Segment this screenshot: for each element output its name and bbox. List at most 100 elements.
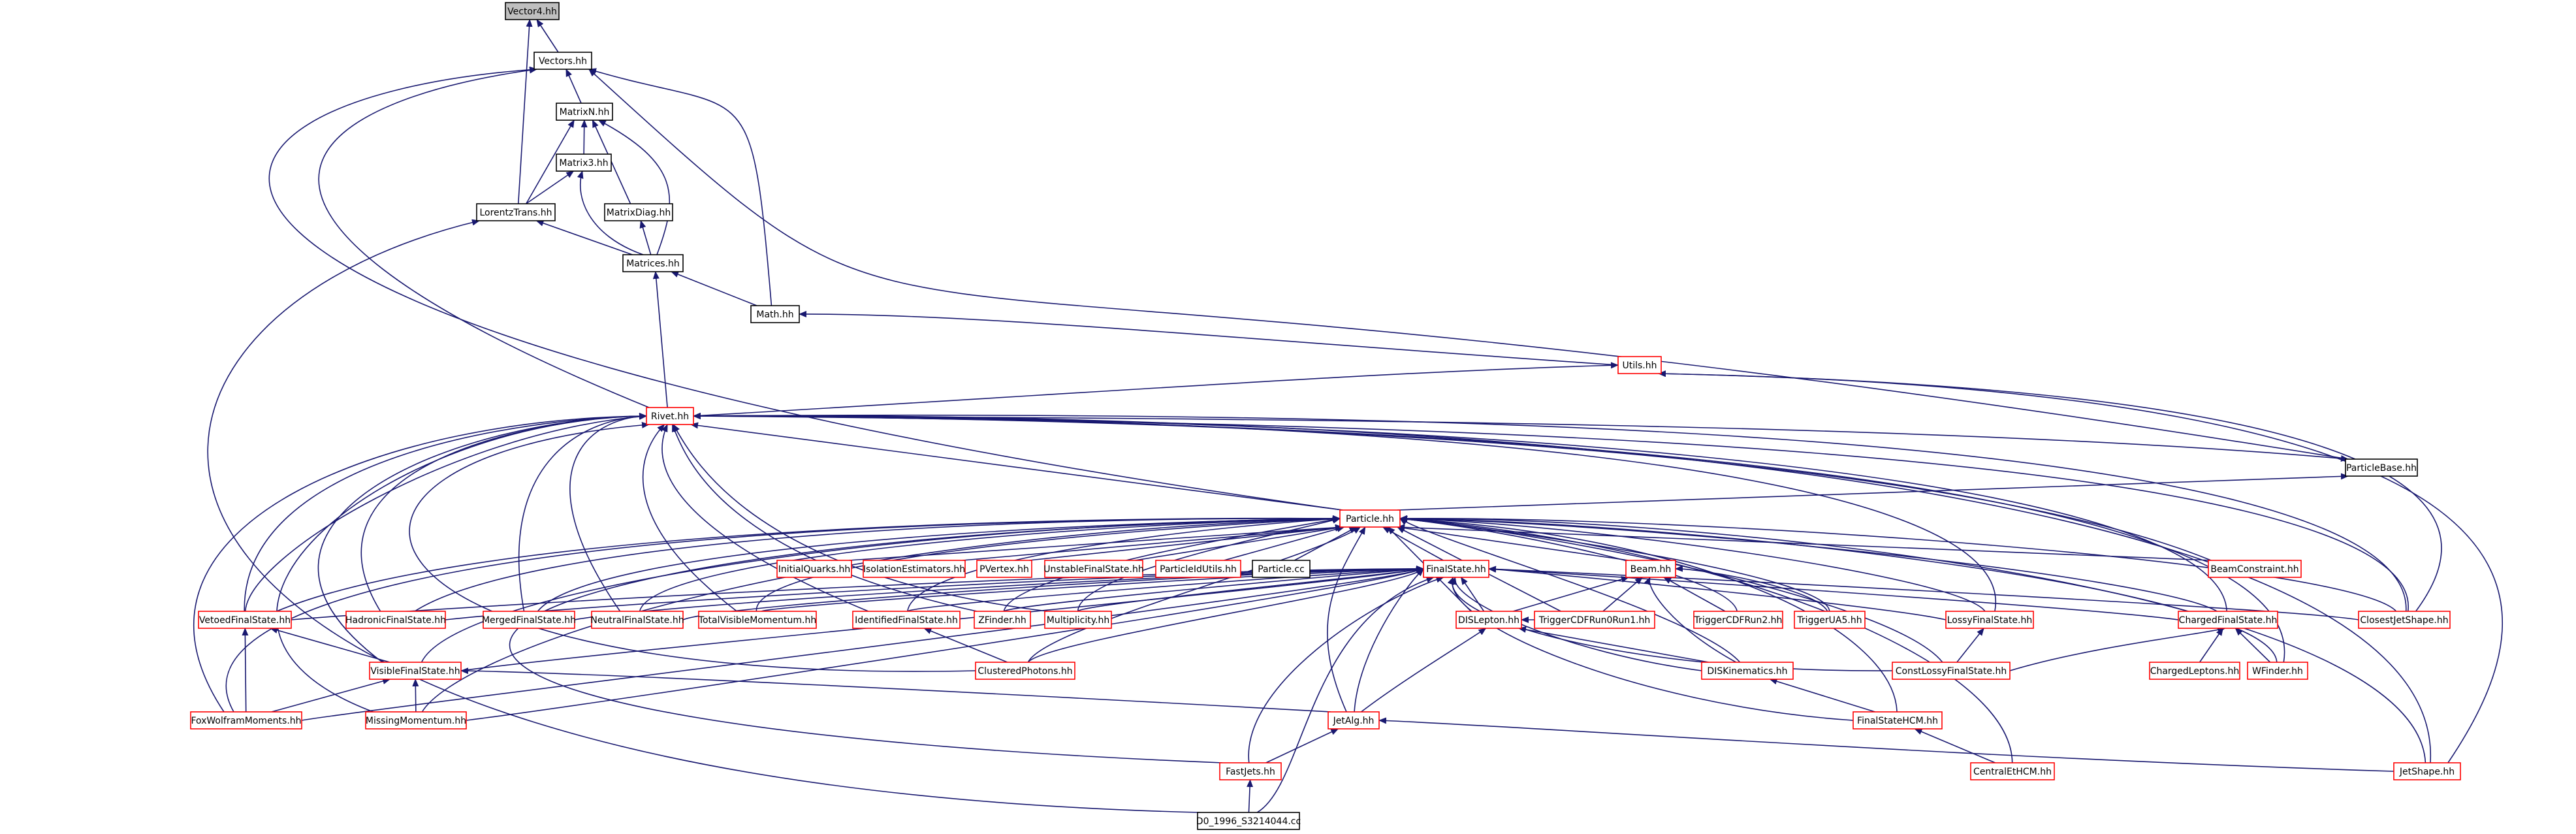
node-neutralfinalstate[interactable]: NeutralFinalState.hh: [590, 611, 684, 629]
node-unstablefinalstate[interactable]: UnstableFinalState.hh: [1043, 560, 1144, 578]
node-wfinder[interactable]: WFinder.hh: [2247, 662, 2308, 680]
node-box-multiplicity[interactable]: [1044, 611, 1112, 629]
node-pvertex[interactable]: PVertex.hh: [976, 560, 1032, 578]
node-matrices[interactable]: Matrices.hh: [622, 254, 684, 272]
node-box-particleidutils[interactable]: [1155, 560, 1241, 578]
node-particlebase[interactable]: ParticleBase.hh: [2345, 458, 2418, 477]
node-vetoedfinalstate[interactable]: VetoedFinalState.hh: [198, 611, 292, 629]
node-box-zfinder[interactable]: [974, 611, 1031, 629]
node-mergedfinalstate[interactable]: MergedFinalState.hh: [482, 611, 576, 629]
node-box-missingmomentum[interactable]: [365, 711, 467, 730]
node-centraletcm[interactable]: CentralEtHCM.hh: [1970, 762, 2055, 780]
node-visiblefinalstate[interactable]: VisibleFinalState.hh: [369, 662, 462, 680]
node-fastjets[interactable]: FastJets.hh: [1219, 762, 1282, 780]
node-missingmomentum[interactable]: MissingMomentum.hh: [365, 711, 467, 730]
node-box-finalstate[interactable]: [1423, 560, 1489, 578]
node-box-unstablefinalstate[interactable]: [1044, 560, 1143, 578]
node-box-constlossyfinalstate[interactable]: [1892, 662, 2011, 680]
node-box-dijkinematics[interactable]: [1701, 662, 1794, 680]
node-chargedfinalstate[interactable]: ChargedFinalState.hh: [2178, 611, 2278, 629]
node-box-chargedfinalstate[interactable]: [2178, 611, 2278, 629]
node-box-vectors[interactable]: [533, 52, 592, 70]
node-vector4[interactable]: Vector4.hh: [505, 2, 560, 20]
node-box-jetshape[interactable]: [2393, 762, 2461, 780]
node-box-jetalg[interactable]: [1328, 711, 1380, 730]
node-box-foxwolframmoments[interactable]: [190, 711, 302, 730]
node-isolationestimators[interactable]: IsolationEstimators.hh: [863, 560, 966, 578]
node-box-utils[interactable]: [1617, 356, 1662, 374]
node-box-matrices[interactable]: [622, 254, 684, 272]
node-jetalg[interactable]: JetAlg.hh: [1328, 711, 1380, 730]
node-initialquarks[interactable]: InitialQuarks.hh: [776, 560, 852, 578]
node-finalstate[interactable]: FinalState.hh: [1423, 560, 1489, 578]
node-finalstatehcm[interactable]: FinalStateHCM.hh: [1852, 711, 1943, 730]
node-hadronicfinalstate[interactable]: HadronicFinalState.hh: [345, 611, 446, 629]
node-box-chargedleptons[interactable]: [2149, 662, 2240, 680]
node-matrixn[interactable]: MatrixN.hh: [556, 103, 613, 121]
node-dijkinematics[interactable]: DISKinematics.hh: [1701, 662, 1794, 680]
node-jetshape[interactable]: JetShape.hh: [2393, 762, 2461, 780]
node-utils[interactable]: Utils.hh: [1617, 356, 1662, 374]
node-box-vector4[interactable]: [505, 2, 560, 20]
node-matrix3[interactable]: Matrix3.hh: [556, 153, 612, 172]
node-totalvisiblemomentum[interactable]: TotalVisibleMomentum.hh: [698, 611, 817, 629]
node-box-particlecc[interactable]: [1252, 560, 1311, 578]
node-dislepton[interactable]: DISLepton.hh: [1455, 611, 1522, 629]
node-identifiedfinalstate[interactable]: IdentifiedFinalState.hh: [852, 611, 961, 629]
node-box-dislepton[interactable]: [1455, 611, 1522, 629]
node-multiplicity[interactable]: Multiplicity.hh: [1044, 611, 1112, 629]
node-triggercdfrun0run1[interactable]: TriggerCDFRun0Run1.hh: [1534, 611, 1655, 629]
node-constlossyfinalstate[interactable]: ConstLossyFinalState.hh: [1892, 662, 2011, 680]
node-box-triggerua5[interactable]: [1794, 611, 1866, 629]
node-box-matrixdiag[interactable]: [604, 203, 673, 221]
node-particle[interactable]: Particle.hh: [1339, 509, 1401, 528]
node-box-particle[interactable]: [1339, 509, 1401, 528]
node-lossyfinalstate[interactable]: LossyFinalState.hh: [1945, 611, 2034, 629]
node-box-visiblefinalstate[interactable]: [369, 662, 462, 680]
node-zfinder[interactable]: ZFinder.hh: [974, 611, 1031, 629]
node-box-identifiedfinalstate[interactable]: [852, 611, 961, 629]
node-vectors[interactable]: Vectors.hh: [533, 52, 592, 70]
node-box-mergedfinalstate[interactable]: [483, 611, 575, 629]
node-box-closestjetshape[interactable]: [2358, 611, 2451, 629]
node-box-rivet[interactable]: [646, 407, 694, 425]
node-foxwolframmoments[interactable]: FoxWolframMoments.hh: [190, 711, 302, 730]
node-box-lossyfinalstate[interactable]: [1945, 611, 2034, 629]
node-triggercdfrun2[interactable]: TriggerCDFRun2.hh: [1693, 611, 1783, 629]
node-box-totalvisiblemomentum[interactable]: [698, 611, 817, 629]
node-box-centraletcm[interactable]: [1970, 762, 2055, 780]
node-box-matrixn[interactable]: [556, 103, 613, 121]
node-chargedleptons[interactable]: ChargedLeptons.hh: [2149, 662, 2240, 680]
node-beam[interactable]: Beam.hh: [1625, 560, 1676, 578]
node-box-wfinder[interactable]: [2247, 662, 2308, 680]
node-box-vetoedfinalstate[interactable]: [198, 611, 292, 629]
node-box-pvertex[interactable]: [976, 560, 1032, 578]
node-box-math[interactable]: [750, 305, 800, 323]
node-lorentztrans[interactable]: LorentzTrans.hh: [476, 203, 556, 221]
node-math[interactable]: Math.hh: [750, 305, 800, 323]
node-beamconstraint[interactable]: BeamConstraint.hh: [2208, 560, 2302, 578]
node-box-matrix3[interactable]: [556, 153, 612, 172]
node-rivet[interactable]: Rivet.hh: [646, 407, 694, 425]
node-particlecc[interactable]: Particle.cc: [1252, 560, 1311, 578]
node-box-triggercdfrun0run1[interactable]: [1534, 611, 1655, 629]
node-box-clusteredphotons[interactable]: [975, 662, 1075, 680]
node-closestjetshape[interactable]: ClosestJetShape.hh: [2358, 611, 2451, 629]
node-matrixdiag[interactable]: MatrixDiag.hh: [604, 203, 673, 221]
node-box-neutralfinalstate[interactable]: [591, 611, 684, 629]
node-particleidutils[interactable]: ParticleIdUtils.hh: [1155, 560, 1241, 578]
node-box-lorentztrans[interactable]: [476, 203, 556, 221]
node-box-particlebase[interactable]: [2345, 458, 2418, 477]
node-box-d0_1996[interactable]: [1197, 812, 1300, 830]
node-box-finalstatehcm[interactable]: [1852, 711, 1943, 730]
node-box-initialquarks[interactable]: [776, 560, 852, 578]
node-box-triggercdfrun2[interactable]: [1693, 611, 1783, 629]
node-triggerua5[interactable]: TriggerUA5.hh: [1794, 611, 1866, 629]
node-clusteredphotons[interactable]: ClusteredPhotons.hh: [975, 662, 1075, 680]
node-box-hadronicfinalstate[interactable]: [345, 611, 446, 629]
node-box-beam[interactable]: [1625, 560, 1676, 578]
node-box-isolationestimators[interactable]: [863, 560, 966, 578]
node-box-beamconstraint[interactable]: [2208, 560, 2302, 578]
node-box-fastjets[interactable]: [1219, 762, 1282, 780]
node-d0_1996[interactable]: D0_1996_S3214044.cc: [1196, 812, 1301, 830]
